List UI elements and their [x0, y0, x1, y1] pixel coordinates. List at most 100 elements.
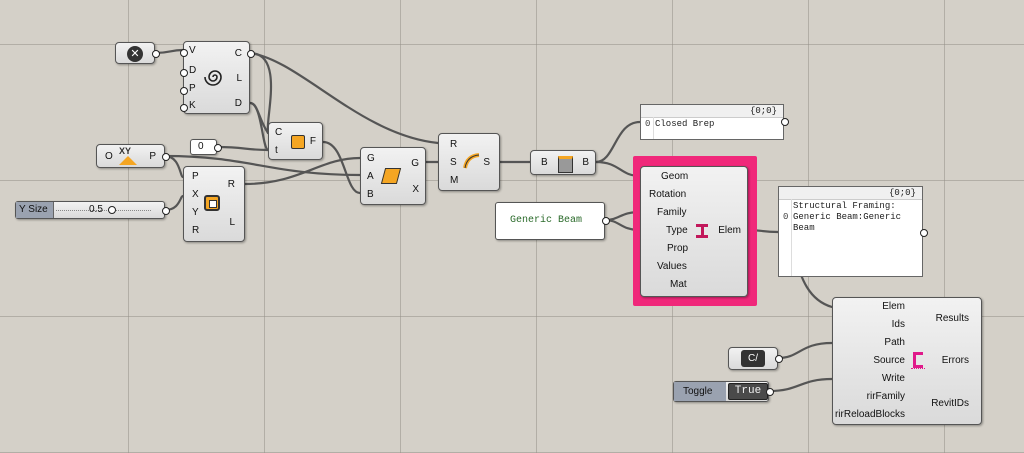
input-rirreloadblocks: rirReloadBlocks — [834, 409, 905, 420]
wire — [776, 341, 834, 360]
wire — [248, 51, 440, 145]
input-d: D — [189, 65, 197, 76]
input-ids: Ids — [891, 319, 905, 330]
output-l: L — [229, 217, 235, 228]
output-results: Results — [935, 313, 969, 324]
wire — [248, 101, 270, 152]
slider-track[interactable] — [56, 210, 151, 211]
input-v: V — [189, 45, 196, 56]
number-param[interactable]: 0 — [190, 139, 217, 155]
output-p: P — [149, 151, 156, 162]
wire — [594, 120, 642, 164]
input-values: Values — [657, 261, 687, 272]
output-revitids: RevitIDs — [931, 398, 969, 409]
slider-label: Y Size — [19, 204, 48, 215]
input-o: O — [105, 151, 113, 162]
input-r: R — [450, 139, 458, 150]
beam-name-param[interactable]: Generic Beam — [495, 202, 605, 240]
closed-brep-panel[interactable]: {0;0} 0 Closed Brep — [640, 104, 784, 140]
cancel-node[interactable]: ✕ — [115, 42, 155, 64]
input-b: B — [541, 157, 548, 168]
output-b: B — [582, 157, 589, 168]
close-icon: ✕ — [127, 46, 143, 62]
input-x: X — [192, 189, 199, 200]
wire — [243, 156, 362, 186]
input-write: Write — [881, 373, 905, 384]
element-panel[interactable]: {0;0} Structural Framing: 0 Generic Beam:… — [778, 186, 923, 277]
input-k: K — [189, 100, 196, 111]
panel-line-2: Generic Beam:Generic — [793, 212, 902, 222]
rotate-node[interactable]: R S M S — [438, 133, 500, 191]
output-f: F — [309, 136, 316, 147]
panel-line-3: Beam — [793, 223, 815, 233]
ibeam-icon — [696, 224, 708, 238]
brep-node[interactable]: B B — [530, 150, 596, 175]
rectangle-node[interactable]: P X Y R R L — [183, 166, 245, 242]
y-size-slider[interactable]: Y Size 0.5 — [15, 201, 165, 219]
path-node[interactable]: C/ — [728, 347, 778, 370]
wire — [767, 377, 834, 393]
input-type: Type — [666, 225, 688, 236]
xy-plane-node[interactable]: O P XY — [96, 144, 165, 168]
toggle-node[interactable]: Toggle True — [673, 381, 769, 402]
panel-index: 0 — [783, 212, 789, 222]
toggle-label: Toggle — [683, 386, 713, 397]
curve-param-node[interactable]: C t F — [268, 122, 323, 160]
input-c: C — [275, 127, 283, 138]
output-c: C — [234, 48, 242, 59]
panel-index: 0 — [645, 119, 651, 129]
panel-header: {0;0} — [641, 105, 783, 118]
output-r: R — [227, 179, 235, 190]
wire — [215, 145, 270, 152]
output-errors: Errors — [941, 355, 969, 366]
beam-name-text: Generic Beam — [510, 215, 583, 226]
input-a: A — [367, 171, 374, 182]
input-mat: Mat — [670, 279, 687, 290]
wire — [163, 154, 362, 177]
structural-element-node[interactable]: Geom Rotation Family Type Prop Values Ma… — [640, 166, 748, 297]
export-node[interactable]: Elem Ids Path Source Write rirFamily rir… — [832, 297, 982, 425]
plane-triangle-icon — [119, 156, 137, 165]
transform-icon — [380, 168, 402, 184]
input-p: P — [192, 171, 199, 182]
slider-value: 0.5 — [89, 204, 103, 215]
arrow-icon — [911, 368, 925, 369]
number-value: 0 — [198, 141, 204, 152]
input-y: Y — [192, 207, 199, 218]
input-geom: Geom — [661, 171, 689, 182]
sweep-node[interactable]: G A B G X — [360, 147, 426, 205]
input-source: Source — [873, 355, 905, 366]
input-family: Family — [657, 207, 687, 218]
input-rotation: Rotation — [649, 189, 687, 200]
output-g: G — [411, 158, 419, 169]
input-g: G — [367, 153, 375, 164]
input-s: S — [450, 157, 457, 168]
sweep-icon — [463, 153, 480, 169]
export-icon — [913, 352, 923, 368]
panel-text: Closed Brep — [655, 119, 715, 129]
output-l: L — [236, 73, 242, 84]
input-b: B — [367, 189, 374, 200]
input-r: R — [192, 225, 200, 236]
input-m: M — [450, 175, 459, 186]
output-s: S — [483, 157, 490, 168]
slider-handle[interactable] — [108, 206, 116, 214]
xy-plane-icon: XY — [119, 146, 132, 156]
output-d: D — [234, 98, 242, 109]
toggle-switch[interactable]: True — [728, 383, 768, 400]
input-rirfamily: rirFamily — [866, 391, 905, 402]
panel-header: {0;0} — [779, 187, 922, 200]
panel-line-1: Structural Framing: — [793, 201, 896, 211]
input-t: t — [275, 145, 278, 156]
input-p: P — [189, 83, 196, 94]
curve-point-icon — [291, 135, 305, 149]
brep-box-icon — [558, 156, 573, 173]
input-prop: Prop — [667, 243, 689, 254]
input-path: Path — [884, 337, 905, 348]
graph-mapper-node[interactable]: V D P K C L D — [180, 41, 250, 114]
spiral-icon — [204, 70, 222, 86]
rectangle-icon — [204, 195, 220, 211]
wire — [321, 140, 362, 195]
output-elem: Elem — [718, 225, 741, 236]
path-icon: C/ — [741, 350, 765, 367]
